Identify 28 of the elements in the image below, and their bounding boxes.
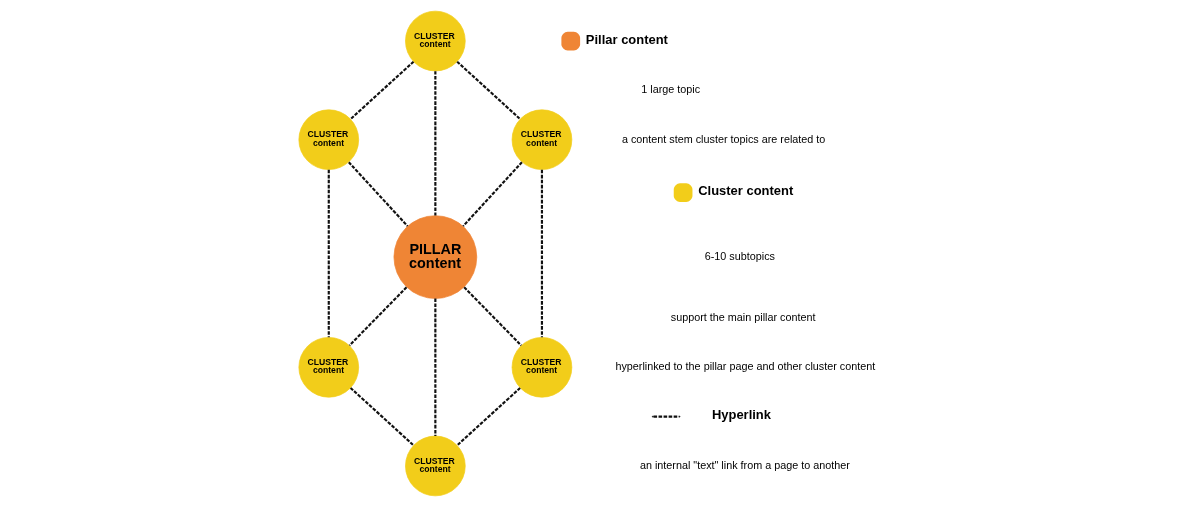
label: hyperlinked to the pillar page and other cluster content [615,360,876,373]
node-circle: CLUSTER content [405,435,466,497]
connector [327,169,330,338]
label: a content stem cluster topics are related to [621,132,826,145]
legend-label: Cluster content [698,183,794,199]
connector [434,71,437,216]
connector [349,387,415,447]
connector [434,298,437,436]
label: an internal "text" link from a page to another [639,458,850,471]
legend-label: Hyperlink [711,407,771,423]
connector [349,60,415,120]
connector [540,169,544,338]
connector [462,161,523,227]
node-circle: CLUSTER content [298,337,360,398]
connector [348,161,409,227]
node-circle: CLUSTER content [511,337,573,398]
connector [456,60,521,120]
connector [463,286,522,347]
node-circle: CLUSTER content [298,109,360,170]
connector [456,387,521,447]
node-circle: CLUSTER content [405,10,466,72]
label: 6-10 subtopics [704,249,775,262]
legend-label: Pillar content [585,31,668,47]
label: support the main pillar content [670,310,816,323]
node-circle: CLUSTER content [511,109,573,170]
label: 1 large topic [641,83,701,96]
connector [348,286,408,347]
node-circle: PILLAR content [393,215,478,299]
